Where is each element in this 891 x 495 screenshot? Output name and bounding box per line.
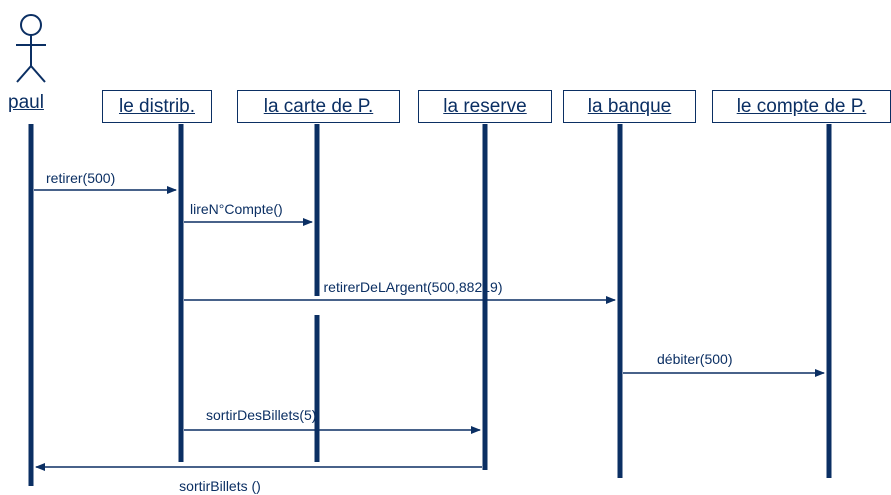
object-label: la reserve: [443, 95, 527, 117]
actor-name: paul: [8, 92, 44, 113]
message-label: sortirBillets (): [179, 478, 261, 494]
object-label: la carte de P.: [263, 95, 374, 117]
object-banque: la banque: [563, 90, 696, 123]
actor-stick-figure-icon: [16, 14, 46, 83]
message-label: lireN°Compte(): [190, 201, 283, 217]
object-label: le compte de P.: [736, 95, 867, 117]
object-reserve: la reserve: [418, 90, 552, 123]
message-label: débiter(500): [657, 351, 733, 367]
object-distrib: le distrib.: [102, 90, 212, 123]
message-label: retirerDeLArgent(500,88219): [324, 279, 503, 295]
object-carte: la carte de P.: [237, 90, 400, 123]
object-label: le distrib.: [118, 95, 196, 117]
message-label: sortirDesBillets(5): [206, 407, 316, 423]
object-compte: le compte de P.: [712, 90, 891, 123]
message-label: retirer(500): [46, 170, 115, 186]
object-label: la banque: [587, 95, 672, 117]
